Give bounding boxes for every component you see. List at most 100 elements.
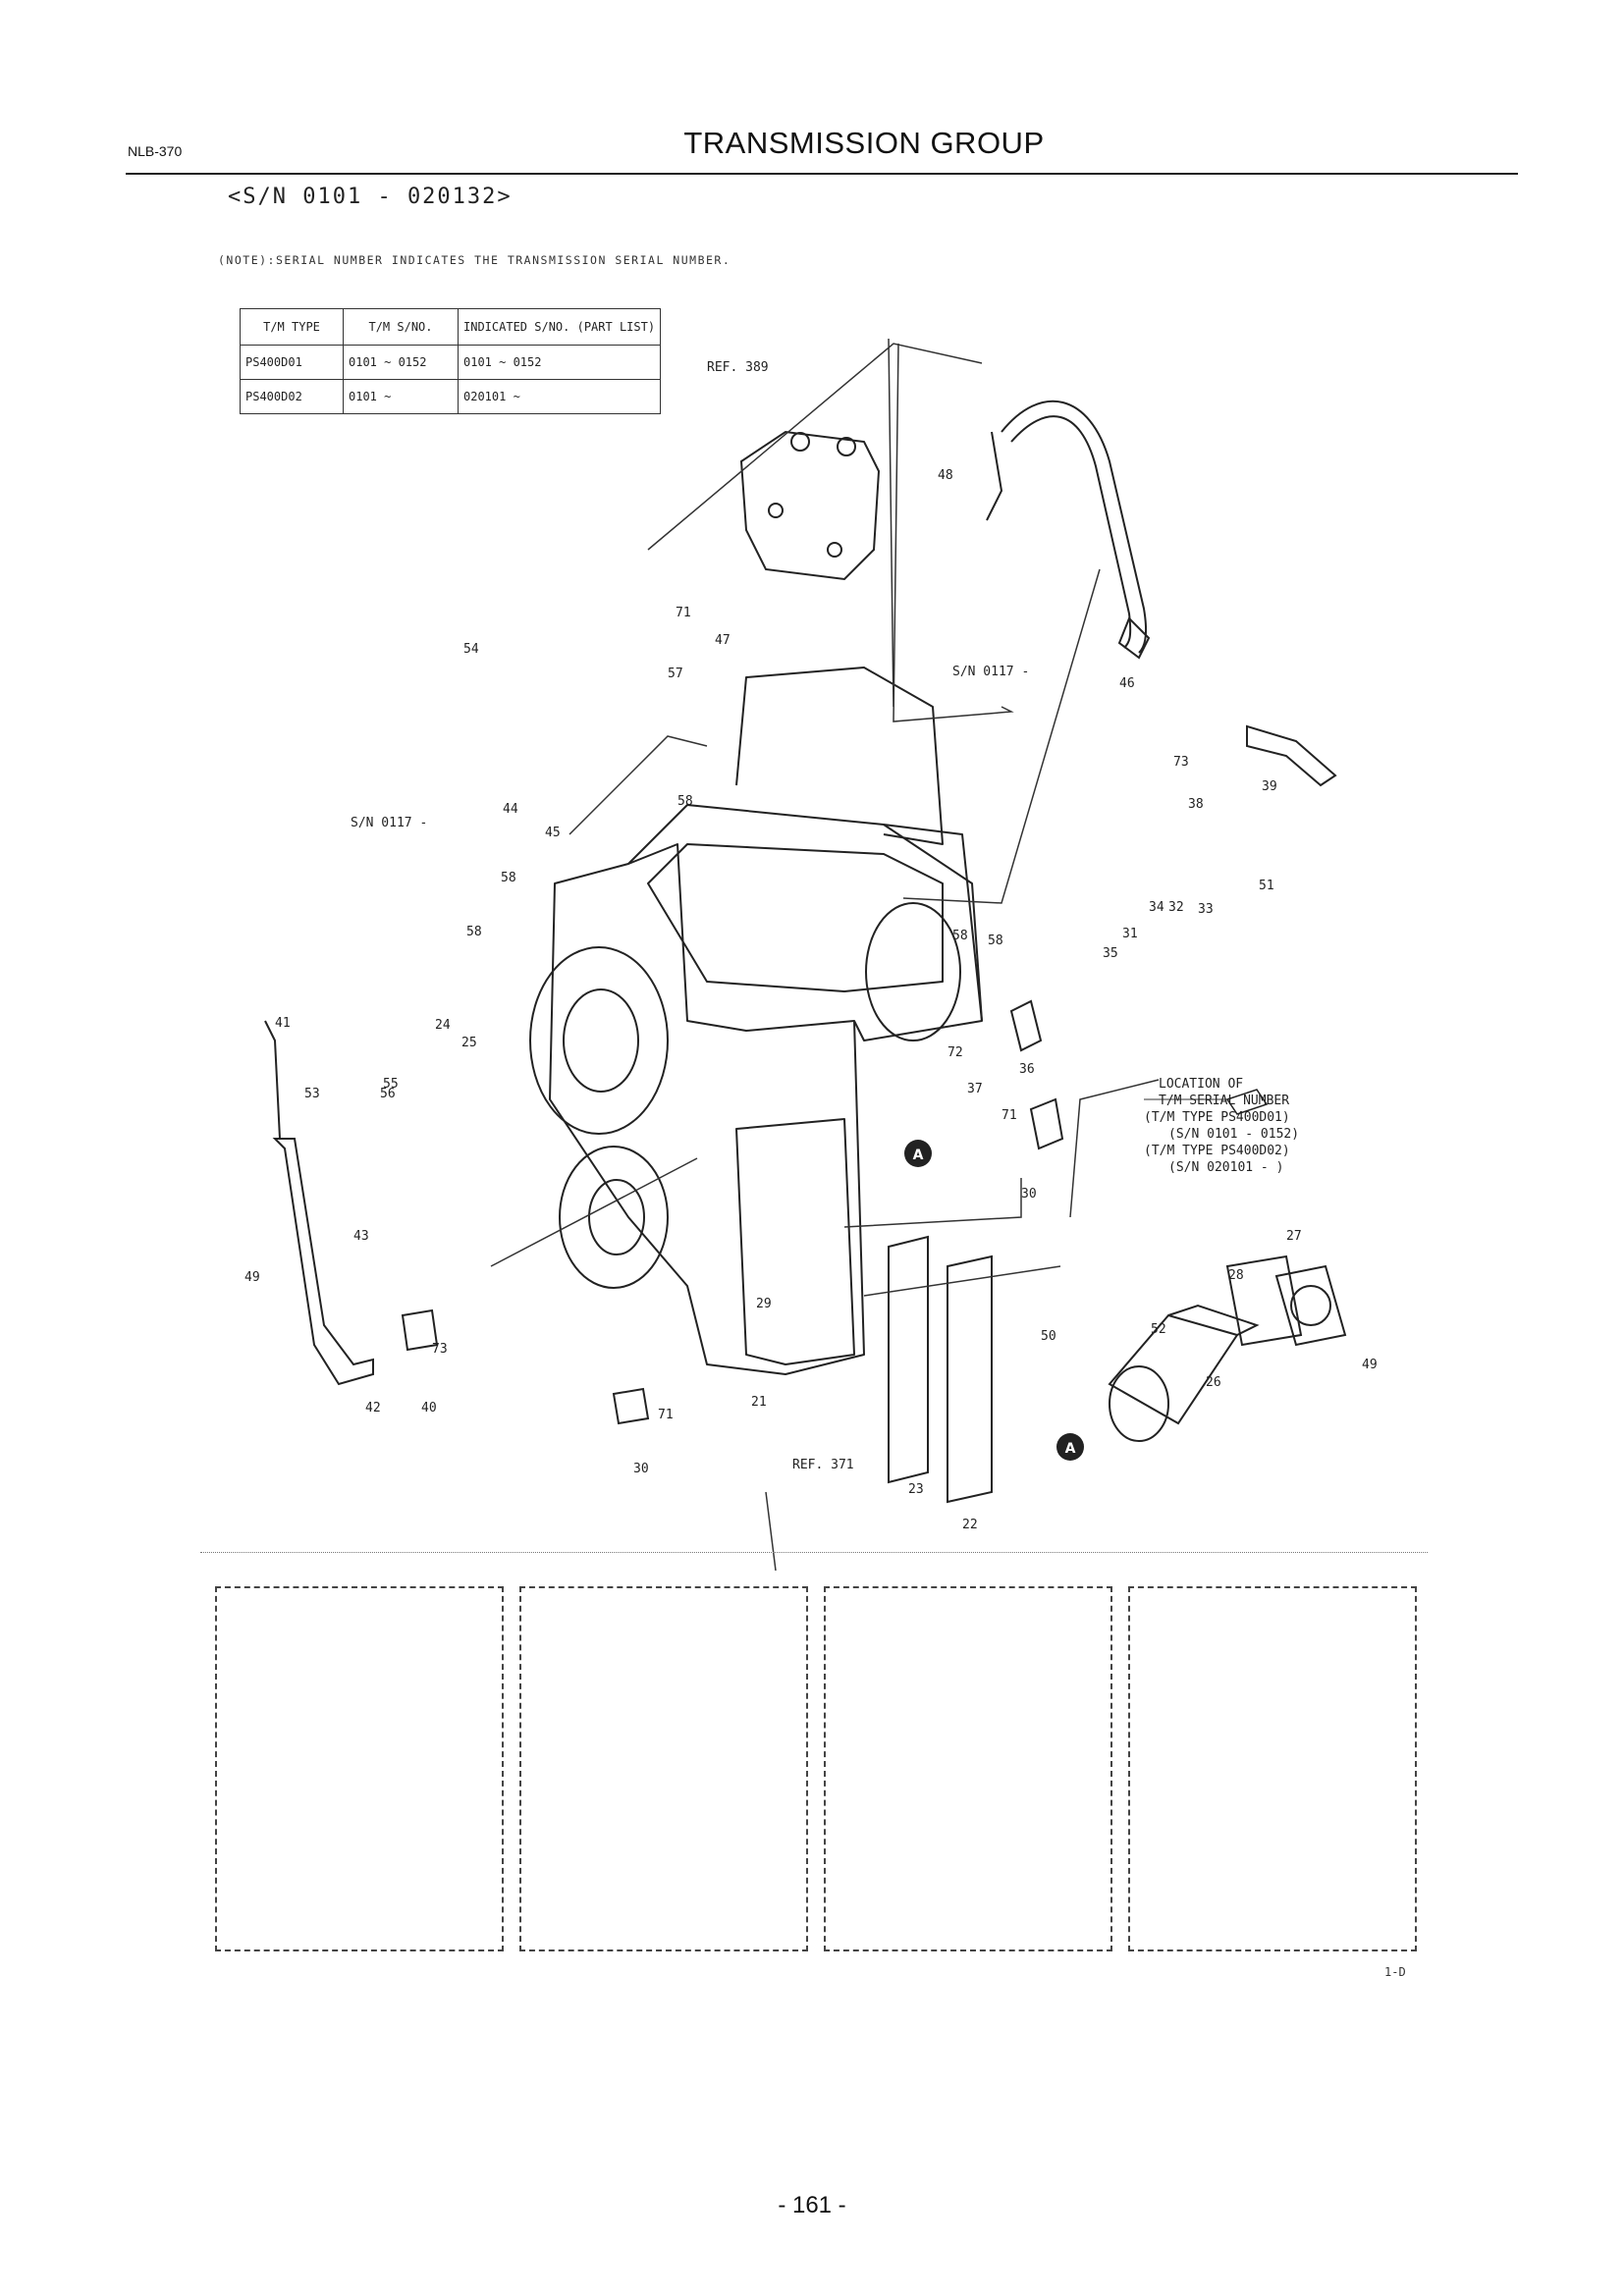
part-callout-48: 48 xyxy=(938,468,953,483)
serial-note: (NOTE):SERIAL NUMBER INDICATES THE TRANS… xyxy=(218,253,731,267)
part-callout-53: 53 xyxy=(304,1087,320,1101)
part-callout-55: 55 xyxy=(383,1077,399,1092)
header-indicated-sno: INDICATED S/NO. (PART LIST) xyxy=(457,308,662,346)
part-callout-24: 24 xyxy=(435,1018,451,1033)
note-box xyxy=(519,1586,808,1951)
part-callout-31: 31 xyxy=(1122,927,1138,941)
cell-indicated-sno: 0101 ~ 0152 xyxy=(457,345,662,380)
dipstick xyxy=(264,1020,281,1140)
part-callout-26: 26 xyxy=(1206,1375,1221,1390)
part-callout-37: 37 xyxy=(967,1082,983,1096)
part-callout-43: 43 xyxy=(353,1229,369,1244)
part-callout-35: 35 xyxy=(1103,946,1118,961)
hose-fitting-top xyxy=(986,431,1003,521)
part-callout-45: 45 xyxy=(545,826,561,840)
housing-upper-block xyxy=(627,804,983,1041)
part-callout-49: 49 xyxy=(1362,1358,1378,1372)
part-callout-71: 71 xyxy=(658,1408,674,1422)
gasket-23 xyxy=(888,1235,929,1484)
cell-tm-sno: 0101 ~ xyxy=(343,379,459,414)
circle-adapter xyxy=(883,824,983,1022)
filter-end xyxy=(1109,1365,1169,1442)
hose-fitting-bottom xyxy=(1117,616,1151,660)
gasket-22 xyxy=(947,1255,993,1504)
note-box xyxy=(215,1586,504,1951)
elbow-39 xyxy=(1246,724,1337,787)
part-callout-51: 51 xyxy=(1259,879,1274,893)
part-callout-41: 41 xyxy=(275,1016,291,1031)
part-callout-58: 58 xyxy=(952,929,968,943)
strainer-port xyxy=(1290,1285,1331,1326)
cell-indicated-sno: 020101 ~ xyxy=(457,379,662,414)
part-callout-27: 27 xyxy=(1286,1229,1302,1244)
output-flange-inner xyxy=(588,1179,645,1255)
strainer-gasket xyxy=(1225,1255,1303,1347)
part-callout-28: 28 xyxy=(1228,1268,1244,1283)
output-flange xyxy=(559,1146,669,1289)
location-label: T/M SERIAL NUMBER xyxy=(1159,1094,1289,1108)
valve-port xyxy=(790,432,810,452)
transmission-housing xyxy=(549,843,865,1375)
part-callout-32: 32 xyxy=(1168,900,1184,915)
part-callout-34: 34 xyxy=(1149,900,1164,915)
part-callout-52: 52 xyxy=(1151,1322,1166,1337)
cell-tm-sno: 0101 ~ 0152 xyxy=(343,345,459,380)
table-row: PS400D01 0101 ~ 0152 0101 ~ 0152 xyxy=(240,345,662,380)
cell-tm-type: PS400D01 xyxy=(240,345,344,380)
marker-a: A xyxy=(1056,1433,1084,1461)
section-divider xyxy=(200,1552,1428,1553)
note-box xyxy=(1128,1586,1417,1951)
location-label: (T/M TYPE PS400D01) xyxy=(1144,1110,1290,1125)
serial-callout: S/N 0117 - xyxy=(351,816,427,830)
housing-top-plate xyxy=(647,843,944,992)
part-callout-58: 58 xyxy=(988,934,1003,948)
valve-port xyxy=(837,437,856,456)
part-callout-50: 50 xyxy=(1041,1329,1056,1344)
part-callout-29: 29 xyxy=(756,1297,772,1311)
model-number: NLB-370 xyxy=(128,143,183,159)
serial-table: T/M TYPE T/M S/NO. INDICATED S/NO. (PART… xyxy=(240,308,662,414)
serial-range: <S/N 0101 - 020132> xyxy=(228,185,513,209)
part-callout-25: 25 xyxy=(461,1036,477,1050)
serial-plate xyxy=(1225,1089,1269,1115)
input-flange-large xyxy=(529,946,669,1135)
location-label: (S/N 020101 - ) xyxy=(1168,1160,1283,1175)
location-label: (S/N 0101 - 0152) xyxy=(1168,1127,1299,1142)
part-callout-72: 72 xyxy=(947,1045,963,1060)
fitting-36 xyxy=(1009,999,1043,1052)
table-row: PS400D02 0101 ~ 020101 ~ xyxy=(240,379,662,414)
part-callout-54: 54 xyxy=(463,642,479,657)
control-valve-block xyxy=(739,430,881,581)
part-callout-39: 39 xyxy=(1262,779,1277,794)
dipstick-tube xyxy=(272,1138,374,1386)
part-callout-22: 22 xyxy=(962,1518,978,1532)
input-flange-inner xyxy=(563,988,639,1093)
ref-371: REF. 371 xyxy=(792,1458,854,1472)
page-number: - 161 - xyxy=(778,2192,846,2218)
part-callout-71: 71 xyxy=(676,606,691,620)
page-title: TRANSMISSION GROUP xyxy=(683,126,1045,160)
valve-port xyxy=(768,503,784,518)
pump-mount xyxy=(865,902,961,1041)
oil-hose-outer xyxy=(1001,400,1148,654)
side-cover-panel xyxy=(735,1118,855,1365)
cell-tm-type: PS400D02 xyxy=(240,379,344,414)
svg-text:A: A xyxy=(913,1148,924,1163)
plug-30 xyxy=(612,1387,650,1425)
part-callout-73: 73 xyxy=(1173,755,1189,770)
filter-cap xyxy=(1167,1304,1260,1336)
oil-hose-inner xyxy=(1010,415,1132,649)
part-callout-58: 58 xyxy=(501,871,516,885)
part-callout-42: 42 xyxy=(365,1401,381,1415)
part-callout-47: 47 xyxy=(715,633,731,648)
strainer-housing xyxy=(1274,1264,1347,1347)
part-callout-23: 23 xyxy=(908,1482,924,1497)
table-header-row: T/M TYPE T/M S/NO. INDICATED S/NO. (PART… xyxy=(240,308,662,346)
svg-text:A: A xyxy=(1065,1441,1076,1457)
part-callout-57: 57 xyxy=(668,667,683,681)
part-callout-46: 46 xyxy=(1119,676,1135,691)
part-callout-44: 44 xyxy=(503,802,518,817)
header-rule xyxy=(126,173,1518,175)
part-callout-21: 21 xyxy=(751,1395,767,1410)
marker-a: A xyxy=(904,1140,932,1167)
